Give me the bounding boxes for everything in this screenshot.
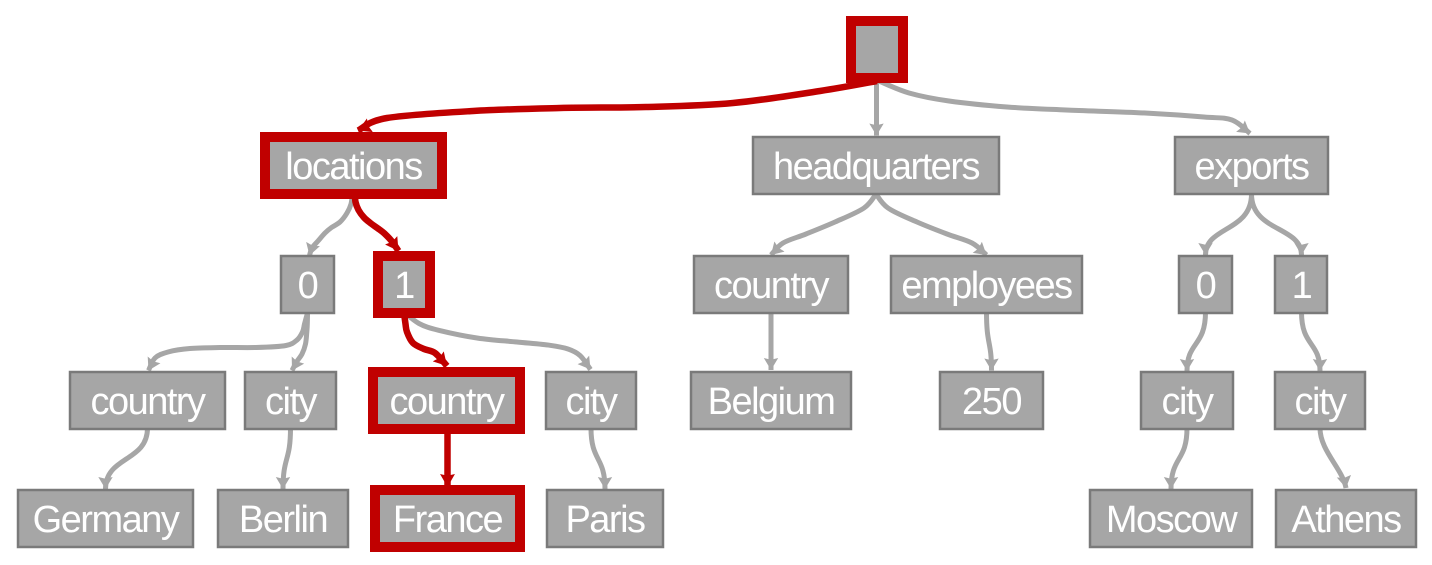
svg-text:1: 1	[394, 265, 414, 307]
svg-text:Belgium: Belgium	[708, 381, 835, 423]
svg-text:France: France	[393, 499, 503, 541]
svg-text:Paris: Paris	[565, 499, 645, 541]
svg-text:0: 0	[1196, 265, 1216, 307]
svg-text:250: 250	[962, 381, 1021, 423]
svg-text:employees: employees	[901, 265, 1072, 307]
svg-text:Athens: Athens	[1291, 499, 1401, 541]
svg-text:exports: exports	[1194, 146, 1309, 188]
svg-text:city: city	[1295, 381, 1348, 423]
svg-text:city: city	[265, 381, 318, 423]
svg-text:headquarters: headquarters	[773, 146, 979, 188]
svg-text:Germany: Germany	[33, 499, 180, 541]
svg-text:country: country	[714, 265, 830, 307]
svg-text:0: 0	[298, 265, 318, 307]
svg-text:1: 1	[1292, 265, 1312, 307]
svg-text:Moscow: Moscow	[1106, 499, 1238, 541]
svg-text:country: country	[389, 381, 505, 423]
svg-text:city: city	[1162, 381, 1215, 423]
svg-text:locations: locations	[285, 146, 422, 188]
svg-text:Berlin: Berlin	[239, 499, 327, 541]
svg-text:country: country	[90, 381, 206, 423]
svg-text:city: city	[566, 381, 619, 423]
